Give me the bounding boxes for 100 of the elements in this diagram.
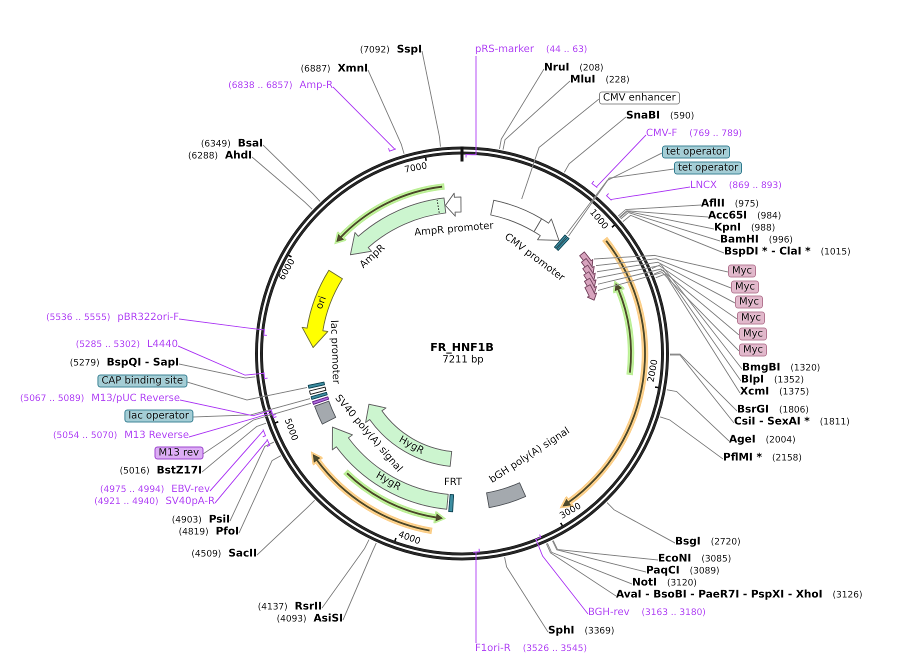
leader-line [660,416,724,460]
leader-line [546,542,632,584]
leader-line [466,56,476,158]
enzyme-name: AgeI [729,434,756,446]
primer-name: F1ori-R [475,643,511,655]
leader-line [596,262,736,304]
primer-name: CMV-F [646,128,678,140]
leader-line [202,422,267,472]
enzyme-name: AvaI - BsoBI - PaeR7I - PspXI - XhoI [616,588,823,600]
feature-label: FRT [444,478,462,488]
feature-tag: Myc [737,312,766,324]
enzyme-name: SacII [228,548,257,560]
site-position: (3369) [584,626,614,638]
site-position: (1015) [820,246,851,258]
primer-position: (769 .. 789) [689,128,742,140]
enzyme-name: PflMI * [723,452,762,464]
directional-feature [444,192,463,218]
primer-name: pBR322ori-F [117,312,179,324]
site-position: (4137) [258,602,288,614]
leader-line [332,86,396,152]
feature-tag: tet operator [662,146,730,158]
leader-line [202,402,312,454]
feature-tag: CMV enhancer [599,92,680,104]
leader-line [552,540,646,572]
site-position: (590) [670,110,694,122]
site-position: (2720) [710,536,741,548]
feature-tag: Myc [739,328,768,340]
enzyme-name: RsrII [294,600,322,612]
primer-position: (5054 .. 5070) [52,430,118,442]
leader-line [670,354,734,424]
site-position: (1375) [779,386,810,398]
enzyme-name: XcmI [740,386,770,398]
scale-number: 6000 [278,258,298,282]
plasmid-length: 7211 bp [442,354,484,366]
leader-line [654,269,742,382]
primer-name: LNCX [690,180,717,192]
site-position: (2004) [766,434,796,446]
feature-label: AmpR promoter [414,222,494,238]
site-position: (1806) [778,404,809,416]
leader-line [606,502,676,544]
enzyme-name: BspDI * - ClaI * [724,246,811,258]
site-position: (3089) [690,566,720,578]
site-position: (1811) [820,416,850,428]
leader-line [655,273,740,394]
leader-line [252,156,313,210]
site-position: (4819) [178,526,209,538]
leader-line [502,80,570,150]
site-position: (988) [751,222,776,234]
enzyme-name: NotI [632,576,657,588]
enzyme-name: AsiSI [314,612,343,624]
leader-line [618,210,708,218]
leader-line [552,540,658,560]
leader-line [598,272,740,352]
enzyme-name: SnaBI [626,110,660,122]
primer-position: (5285 .. 5302) [76,339,140,351]
enzyme-name: PaqCI [646,564,680,576]
leader-line [186,382,308,400]
leader-line [504,556,548,632]
leader-line [178,364,256,378]
feature-segment [485,481,527,509]
leader-line [188,411,277,438]
primer-position: (5536 .. 5555) [46,312,110,324]
scale-number: 4000 [396,531,422,548]
enzyme-name: CsiI - SexAI * [734,416,810,428]
site-position: (4509) [191,548,222,560]
enzyme-name: EcoNI [658,552,692,564]
site-position: (1320) [790,362,820,374]
feature-tag: lac operator [124,410,193,422]
leader-line [256,500,316,556]
primer-name: SV40pA-R [166,496,215,508]
leader-line [521,98,600,200]
leader-line [670,354,738,412]
enzyme-name: Acc65I [708,210,748,222]
enzyme-name: AhdI [224,150,252,162]
directional-feature [583,283,598,302]
leader-line [618,204,702,217]
enzyme-name: SphI [548,624,574,636]
feature-tag: CAP binding site [97,374,187,388]
feature-tag: Myc [735,296,764,308]
leader-line [422,50,441,148]
feature-tag: Myc [728,264,756,278]
primer-name: M13 Reverse [124,430,189,442]
site-position: (5279) [70,358,100,370]
enzyme-name: BsrGI [737,404,769,416]
enzyme-name: KpnI [714,222,742,234]
leader-line [178,318,268,336]
site-position: (4093) [276,614,307,626]
feature-segment [310,391,329,401]
site-position: (7092) [360,44,390,56]
leader-line [651,264,742,370]
leader-line [498,68,544,150]
leader-line [534,534,588,614]
enzyme-name: BamHI [720,234,759,246]
leader-line [262,144,321,202]
feature-segment [313,400,337,426]
site-position: (228) [605,74,630,86]
site-position: (3085) [701,554,732,566]
leader-line [564,116,626,173]
leader-line [568,168,674,236]
primer-position: (5067 .. 5089) [20,393,84,405]
